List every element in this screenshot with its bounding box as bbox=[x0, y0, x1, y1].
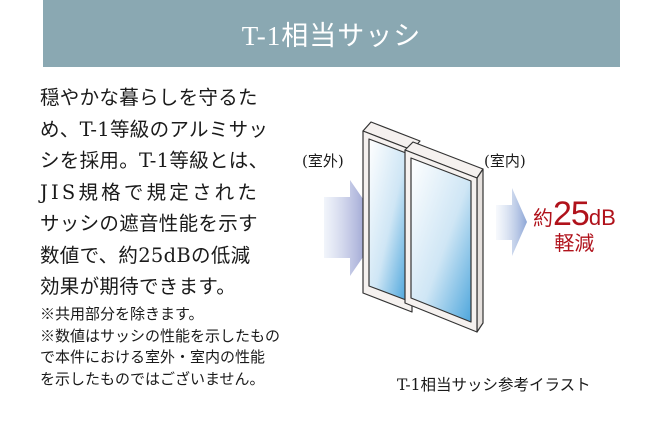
result-unit: dB bbox=[588, 205, 616, 230]
illustration-caption: T-1相当サッシ参考イラスト bbox=[397, 376, 591, 394]
description-line: 数値で、約25dBの低減 bbox=[40, 243, 251, 267]
result-value: 25 bbox=[553, 195, 590, 233]
header-banner: T-1相当サッシ bbox=[43, 0, 620, 67]
result-suffix: 軽減 bbox=[554, 233, 595, 255]
description-line: シを採用。T-1等級とは、 bbox=[40, 149, 269, 172]
result-prefix: 約 bbox=[533, 208, 553, 230]
sound-arrow-outdoor-icon bbox=[324, 180, 383, 276]
sound-arrow-indoor-icon bbox=[496, 188, 527, 256]
description: 穏やかな暮らしを守るた め、T-1等級のアルミサッ シを採用。T-1等級とは、 … bbox=[40, 82, 312, 303]
description-line: サッシの遮音性能を示す bbox=[40, 212, 258, 235]
note-line: で本件における室外・室内の性能 bbox=[40, 348, 266, 366]
note-line: を示したものではございません。 bbox=[40, 369, 265, 388]
description-line: 効果が期待できます。 bbox=[40, 275, 237, 298]
sash-window-front-icon bbox=[404, 141, 484, 333]
indoor-label: (室内) bbox=[484, 152, 526, 170]
note-line: ※数値はサッシの性能を示したもの bbox=[40, 326, 281, 345]
note-line: ※共用部分を除きます。 bbox=[40, 305, 204, 323]
page-title: T-1相当サッシ bbox=[241, 21, 422, 51]
description-line: 穏やかな暮らしを守るた bbox=[40, 86, 258, 109]
description-line: め、T-1等級のアルミサッ bbox=[40, 117, 269, 141]
outdoor-label: (室外) bbox=[302, 152, 344, 170]
notes: ※共用部分を除きます。 ※数値はサッシの性能を示したもの で本件における室外・室… bbox=[40, 304, 350, 390]
noise-reduction-callout: 約25dB 軽減 bbox=[533, 197, 616, 254]
sash-window-back-icon bbox=[362, 121, 421, 313]
description-line: JIS規格で規定された bbox=[40, 180, 261, 204]
